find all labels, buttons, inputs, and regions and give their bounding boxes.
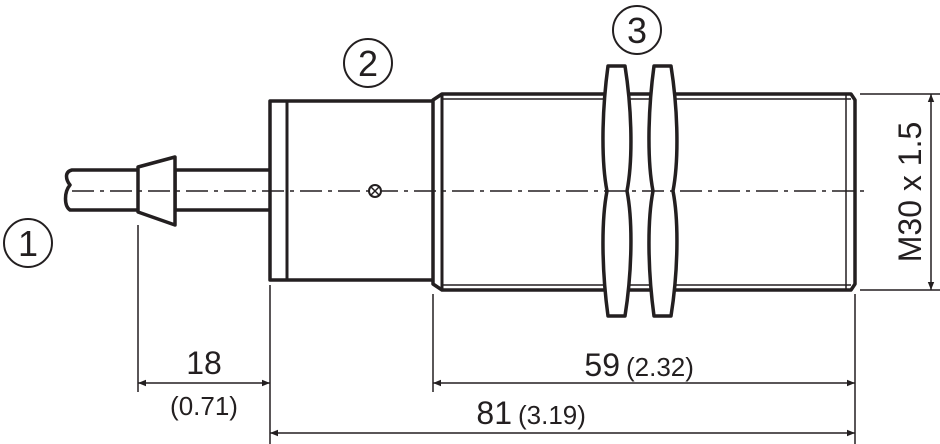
svg-text:M30 x 1.5: M30 x 1.5 [892, 122, 928, 263]
dimension-cable-gland: 18 (0.71) [138, 345, 270, 421]
callout-2: 2 [343, 38, 393, 88]
svg-text:59: 59 [584, 347, 620, 383]
led-indicator-icon [368, 184, 382, 198]
callout-1: 1 [3, 218, 53, 268]
svg-text:(2.32): (2.32) [626, 352, 694, 382]
svg-text:(3.19): (3.19) [518, 400, 586, 430]
dimension-thread-length: 59 (2.32) [433, 347, 855, 387]
extension-lines [137, 93, 940, 444]
cable [63, 168, 274, 212]
dimension-thread: M30 x 1.5 [892, 94, 935, 290]
threaded-barrel [431, 92, 857, 292]
dimension-total-length: 81 (3.19) [270, 395, 855, 437]
callout-3: 3 [612, 5, 662, 55]
svg-text:81: 81 [476, 395, 512, 431]
svg-text:18: 18 [186, 345, 222, 381]
svg-text:1: 1 [18, 223, 38, 264]
svg-text:2: 2 [358, 43, 378, 84]
svg-text:(0.71): (0.71) [170, 391, 238, 421]
svg-text:3: 3 [627, 10, 647, 51]
